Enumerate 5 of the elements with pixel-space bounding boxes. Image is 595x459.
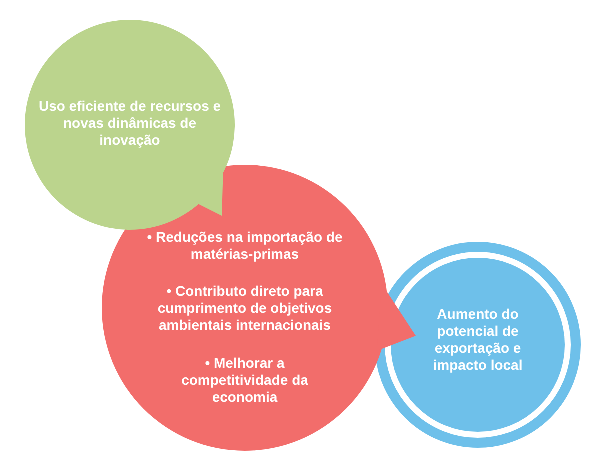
bubble-text: • Contributo direto para cumprimento de objetivos ambientais internacionais	[156, 283, 334, 334]
bubble-text: • Reduções na importação de matérias-primas	[146, 229, 344, 263]
bubble-text: Uso eficiente de recursos e novas dinâmicas de inovação	[38, 98, 222, 149]
bubble-text: Aumento do potencial de exportação e impacto local	[432, 306, 524, 374]
bubble-text: • Melhorar a competitividade da economia	[180, 355, 310, 406]
